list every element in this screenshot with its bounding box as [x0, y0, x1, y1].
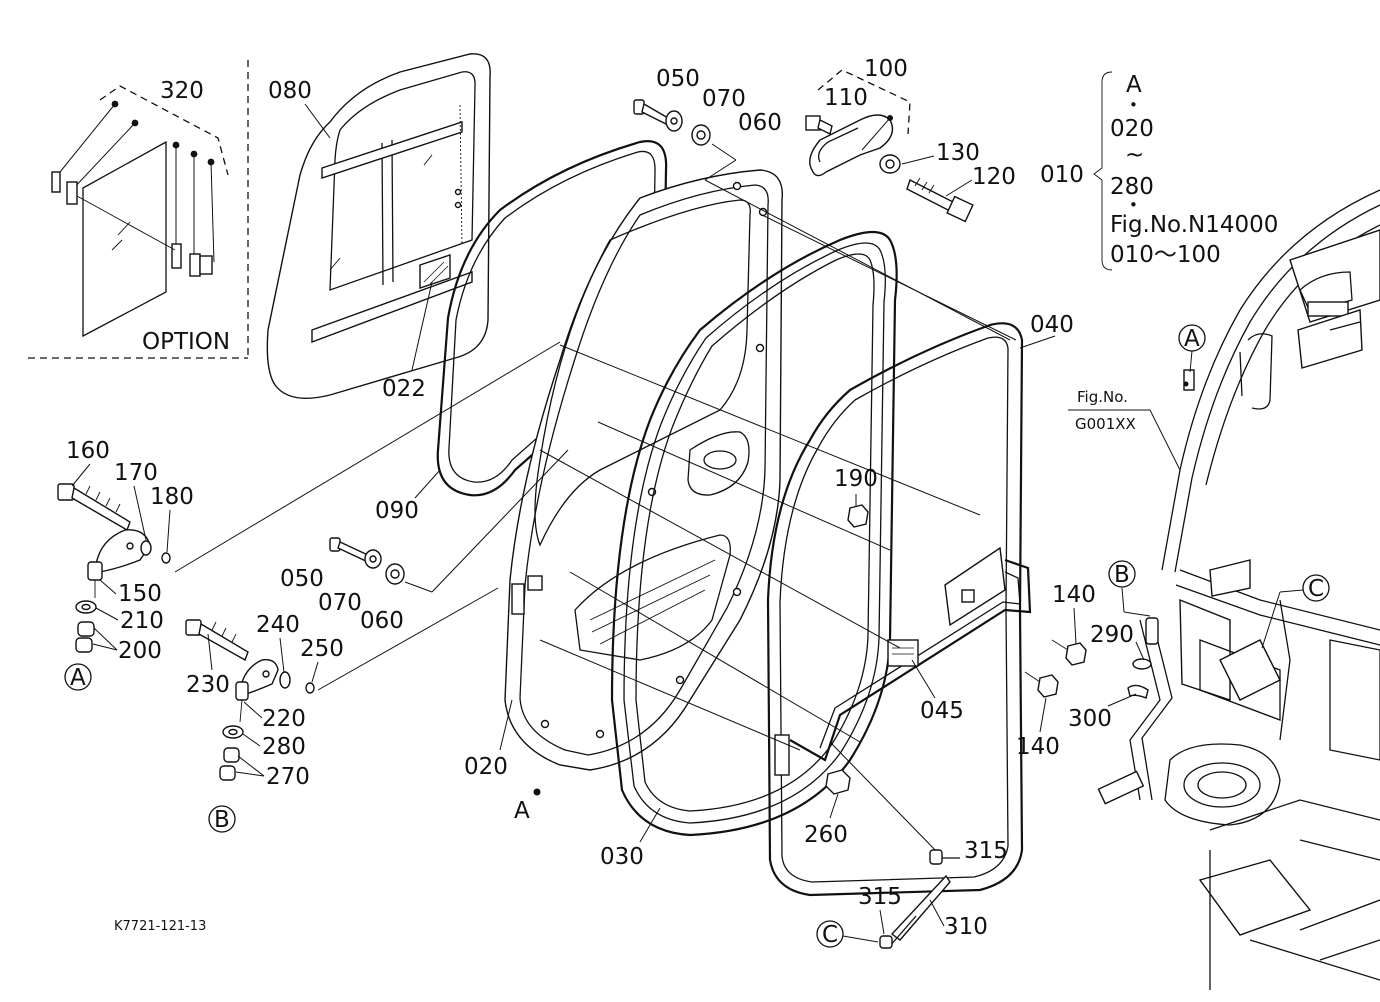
door-frame-020: 020 A [464, 169, 784, 824]
part-label-140-bottom: 140 [1016, 734, 1060, 760]
part-label-230: 230 [186, 672, 230, 698]
option-label: OPTION [142, 329, 230, 355]
option-glass-pane [82, 140, 167, 338]
ref-a-cab: A [1184, 326, 1200, 352]
option-panel: 320 OPTION [28, 60, 249, 359]
part-label-270: 270 [266, 764, 310, 790]
part-label-050-mid: 050 [280, 566, 324, 592]
part-label-010: 010 [1040, 162, 1084, 188]
bolt-set-middle: 050 070 060 [280, 449, 569, 634]
part-label-140-top: 140 [1052, 582, 1096, 608]
part-label-240: 240 [256, 612, 300, 638]
part-label-260: 260 [804, 822, 848, 848]
ref-c-strut: C [822, 922, 838, 948]
part-label-315-lower: 315 [858, 884, 902, 910]
ref-b-cab: B [1114, 562, 1130, 588]
note-fig: Fig.No.N14000 [1110, 212, 1278, 238]
ref-c-cab: C [1308, 576, 1324, 602]
note-range-end: 280 [1110, 174, 1154, 200]
assembly-lines [539, 179, 1017, 751]
cab-structure: A Fig.No. G001XX B 290 300 C [1068, 189, 1380, 990]
fig-ref-code: G001XX [1075, 415, 1136, 433]
part-label-320: 320 [160, 78, 204, 104]
part-label-030: 030 [600, 844, 644, 870]
assembly-note: A • 020 ~ 280 • Fig.No.N14000 010～100 01… [1040, 71, 1278, 271]
part-label-190: 190 [834, 466, 878, 492]
note-ref-letter: A [1126, 72, 1142, 98]
part-label-250: 250 [300, 636, 344, 662]
part-label-180: 180 [150, 484, 194, 510]
note-dot-1: • [1129, 96, 1138, 114]
part-label-220: 220 [262, 706, 306, 732]
part-label-150: 150 [118, 581, 162, 607]
door-frame-040: 040 045 [766, 312, 1074, 897]
note-dot-2: • [1129, 196, 1138, 214]
part-label-050-top: 050 [656, 66, 700, 92]
part-label-160: 160 [66, 438, 110, 464]
part-label-020: 020 [464, 754, 508, 780]
part-label-100: 100 [864, 56, 908, 82]
ref-b-hinge: B [214, 807, 230, 833]
part-label-040: 040 [1030, 312, 1074, 338]
part-label-315-upper: 315 [964, 838, 1008, 864]
drawing-code: K7721-121-13 [114, 919, 206, 934]
ref-a-door: A [514, 798, 530, 824]
part-label-060-mid: 060 [360, 608, 404, 634]
handle-assembly-100: 100 110 130 120 [805, 56, 1016, 223]
note-tilde: ~ [1125, 142, 1144, 168]
part-label-280: 280 [262, 734, 306, 760]
ref-a-hinge: A [70, 665, 86, 691]
part-label-120: 120 [972, 164, 1016, 190]
part-label-130: 130 [936, 140, 980, 166]
part-label-070-mid: 070 [318, 590, 362, 616]
part-label-170: 170 [114, 460, 158, 486]
part-label-290: 290 [1090, 622, 1134, 648]
part-label-310: 310 [944, 914, 988, 940]
fasteners-right: 190 140 140 260 315 310 315 C [804, 466, 1096, 949]
part-label-070-top: 070 [702, 86, 746, 112]
part-label-045: 045 [920, 698, 964, 724]
seal-090: 090 [375, 140, 668, 524]
fig-ref-prefix: Fig.No. [1077, 388, 1128, 406]
part-label-022: 022 [382, 376, 426, 402]
note-range-start: 020 [1110, 116, 1154, 142]
part-label-210: 210 [120, 608, 164, 634]
hinge-lower: 230 240 250 220 280 270 B [185, 587, 499, 833]
part-label-090: 090 [375, 498, 419, 524]
part-label-300: 300 [1068, 706, 1112, 732]
note-fig-range: 010～100 [1110, 242, 1221, 268]
part-label-080: 080 [268, 78, 312, 104]
part-label-110: 110 [824, 85, 868, 111]
part-label-200: 200 [118, 638, 162, 664]
hinge-upper: 160 170 180 150 210 200 A [57, 341, 561, 691]
part-label-060-top: 060 [738, 110, 782, 136]
sliding-window-080: 080 022 [266, 53, 491, 402]
bolt-set-top: 050 070 060 [633, 66, 782, 181]
